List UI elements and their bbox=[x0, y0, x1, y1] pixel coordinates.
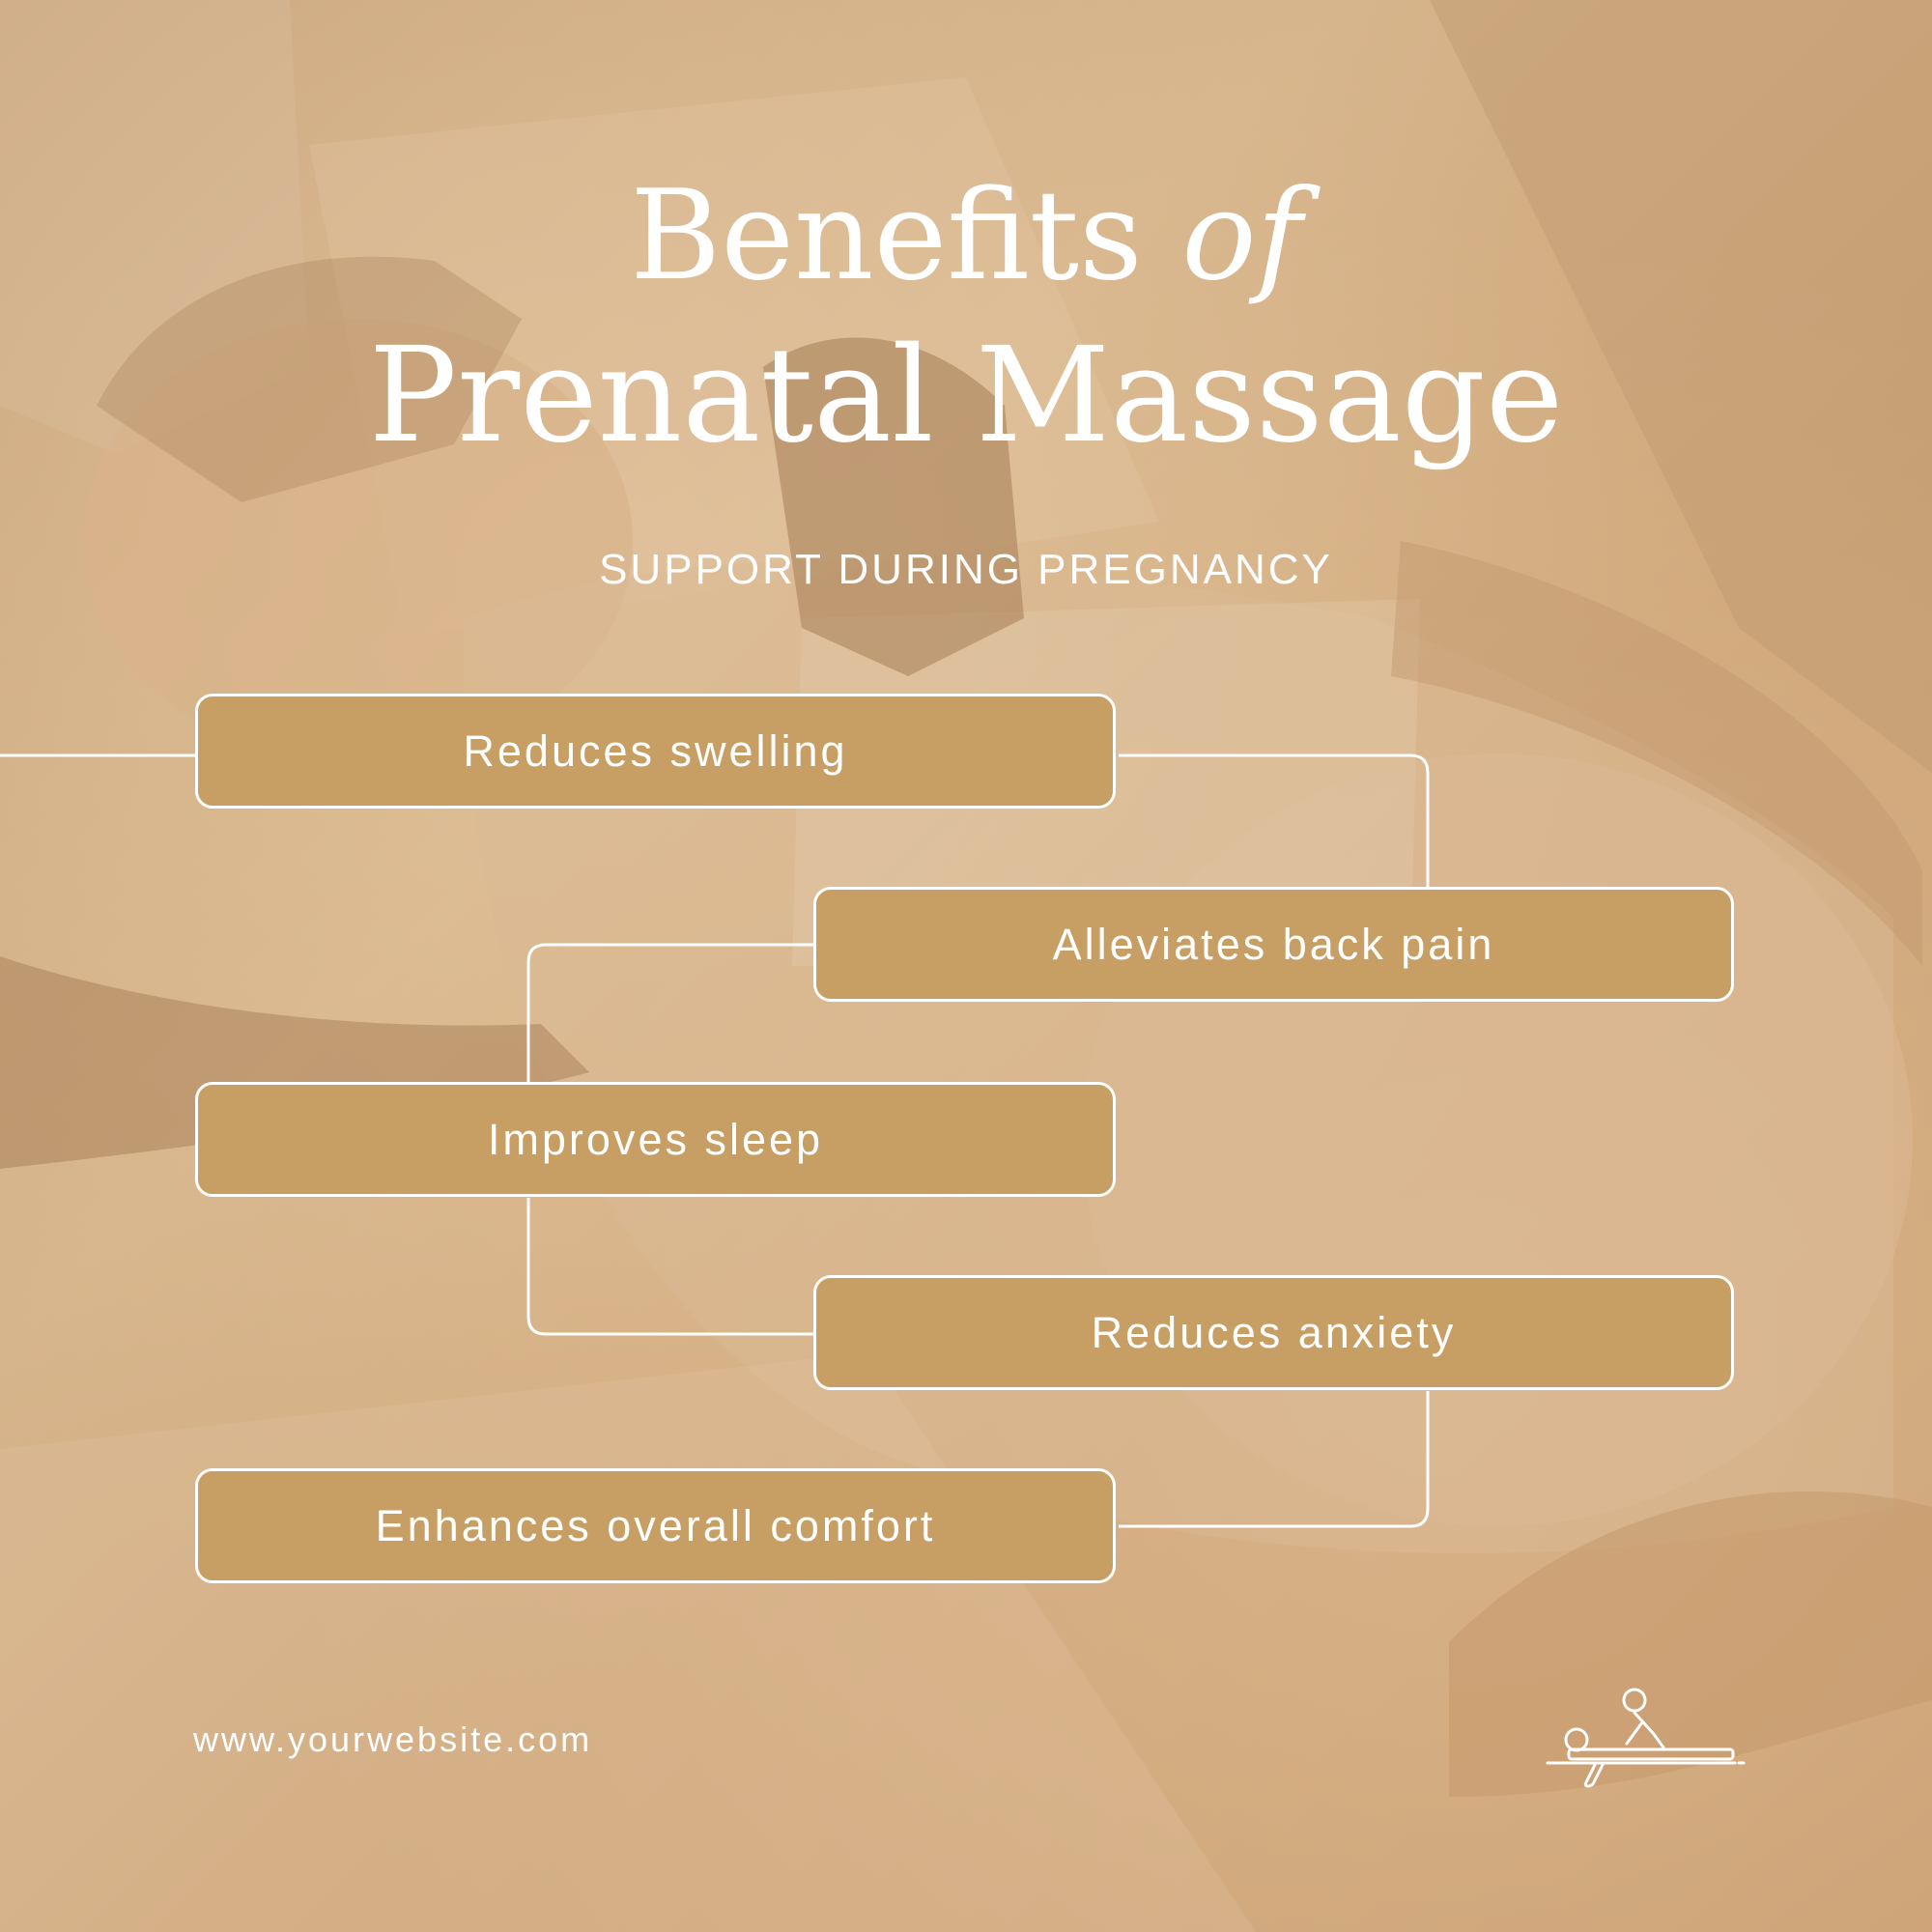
connector-swelling-to-backpain bbox=[1119, 753, 1430, 887]
benefit-box-reduces-swelling: Reduces swelling bbox=[195, 694, 1116, 809]
benefit-box-reduces-anxiety: Reduces anxiety bbox=[813, 1275, 1734, 1390]
title-line-1: Benefits of bbox=[0, 164, 1932, 309]
connector-sleep-to-anxiety bbox=[526, 1198, 813, 1336]
title-italic-word: of bbox=[1181, 164, 1302, 308]
title-main-word: Benefits bbox=[630, 164, 1143, 308]
title-line-2: Prenatal Massage bbox=[368, 320, 1564, 472]
benefit-label: Alleviates back pain bbox=[1052, 919, 1495, 969]
subtitle: SUPPORT DURING PREGNANCY bbox=[599, 546, 1333, 593]
connector-anxiety-to-comfort bbox=[1119, 1391, 1430, 1528]
benefit-box-enhances-overall-comfort: Enhances overall comfort bbox=[195, 1468, 1116, 1583]
benefit-label: Enhances overall comfort bbox=[375, 1500, 936, 1550]
benefit-label: Improves sleep bbox=[487, 1114, 824, 1164]
massage-table-icon bbox=[1546, 1688, 1746, 1788]
benefit-box-alleviates-back-pain: Alleviates back pain bbox=[813, 887, 1734, 1002]
benefit-label: Reduces swelling bbox=[463, 725, 848, 776]
benefit-label: Reduces anxiety bbox=[1091, 1307, 1457, 1357]
website-url[interactable]: www.yourwebsite.com bbox=[193, 1719, 593, 1759]
benefit-box-improves-sleep: Improves sleep bbox=[195, 1082, 1116, 1197]
connector-backpain-to-sleep bbox=[526, 943, 813, 1082]
